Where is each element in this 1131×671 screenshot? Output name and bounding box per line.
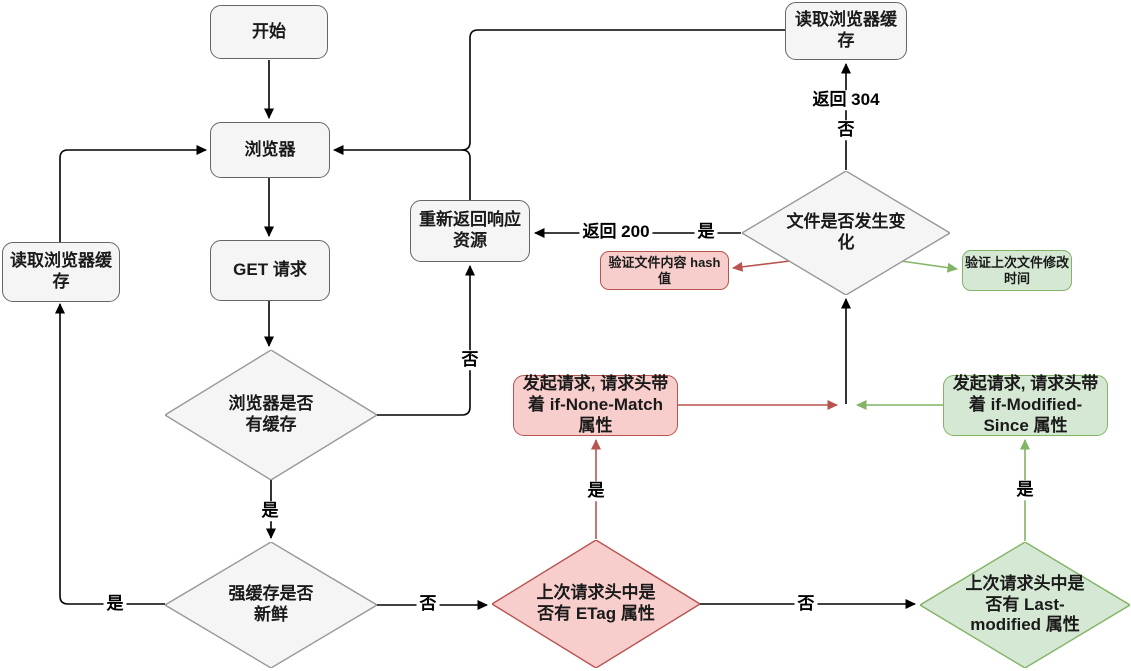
annotation-verify-mtime-label: 验证上次文件修改 时间 [964,254,1069,286]
edge-label-no-etag: 否 [794,594,818,614]
edge-label-yes-last-modified: 是 [1013,480,1037,500]
node-get-request-label: GET 请求 [233,260,307,280]
decision-strong-cache-fresh: 强缓存是否 新鲜 [165,542,377,668]
node-browser: 浏览器 [210,122,330,178]
node-start-label: 开始 [252,21,286,41]
diamond-shape [742,171,950,295]
edge-label-return-200: 返回 200 [579,222,653,242]
edge-label-yes-changed: 是 [694,222,718,242]
node-request-if-modified-since-label: 发起请求, 请求头带 着 if-Modified- Since 属性 [952,374,1099,435]
edge-label-yes-has-cache: 是 [258,501,282,521]
diamond-shape [165,350,377,480]
node-read-browser-cache-top-label: 读取浏览器缓存 [795,10,897,50]
node-request-if-none-match: 发起请求, 请求头带 着 if-None-Match 属性 [513,374,678,436]
edge-label-yes-etag: 是 [584,481,608,501]
diamond-shape [920,542,1130,668]
annotation-verify-mtime: 验证上次文件修改 时间 [962,250,1072,291]
node-get-request: GET 请求 [210,240,330,301]
edge-label-no-fresh: 否 [416,594,440,614]
decision-file-changed: 文件是否发生变 化 [742,171,950,295]
decision-browser-has-cache: 浏览器是否 有缓存 [165,350,377,480]
node-request-if-modified-since: 发起请求, 请求头带 着 if-Modified- Since 属性 [943,374,1108,436]
node-read-browser-cache-top: 读取浏览器缓存 [785,2,907,60]
edge-label-no-changed: 否 [834,120,858,140]
node-return-response-resource: 重新返回响应 资源 [410,200,530,262]
edge-label-yes-fresh: 是 [103,594,127,614]
node-read-browser-cache-left: 读取浏览器缓存 [2,242,120,302]
node-return-response-resource-label: 重新返回响应 资源 [419,210,521,250]
node-browser-label: 浏览器 [244,139,296,159]
decision-has-etag: 上次请求头中是 否有 ETag 属性 [492,540,700,668]
diamond-shape [492,540,700,668]
decision-browser-has-cache-label: 浏览器是否 有缓存 [228,394,314,434]
annotation-verify-hash: 验证文件内容 hash 值 [600,251,729,290]
decision-has-last-modified-label: 上次请求头中是 否有 Last- modified 属性 [965,573,1085,635]
annotation-verify-hash-label: 验证文件内容 hash 值 [608,254,721,286]
decision-has-last-modified: 上次请求头中是 否有 Last- modified 属性 [920,542,1130,668]
diamond-shape [165,542,377,668]
node-start: 开始 [210,5,328,59]
node-request-if-none-match-label: 发起请求, 请求头带 着 if-None-Match 属性 [522,374,669,435]
edge-label-no-has-cache: 否 [458,350,482,370]
decision-has-etag-label: 上次请求头中是 否有 ETag 属性 [536,583,656,623]
decision-file-changed-label: 文件是否发生变 化 [786,212,906,252]
decision-strong-cache-fresh-label: 强缓存是否 新鲜 [228,584,314,624]
node-read-browser-cache-left-label: 读取浏览器缓存 [10,251,112,291]
edge-label-return-304: 返回 304 [809,90,883,110]
